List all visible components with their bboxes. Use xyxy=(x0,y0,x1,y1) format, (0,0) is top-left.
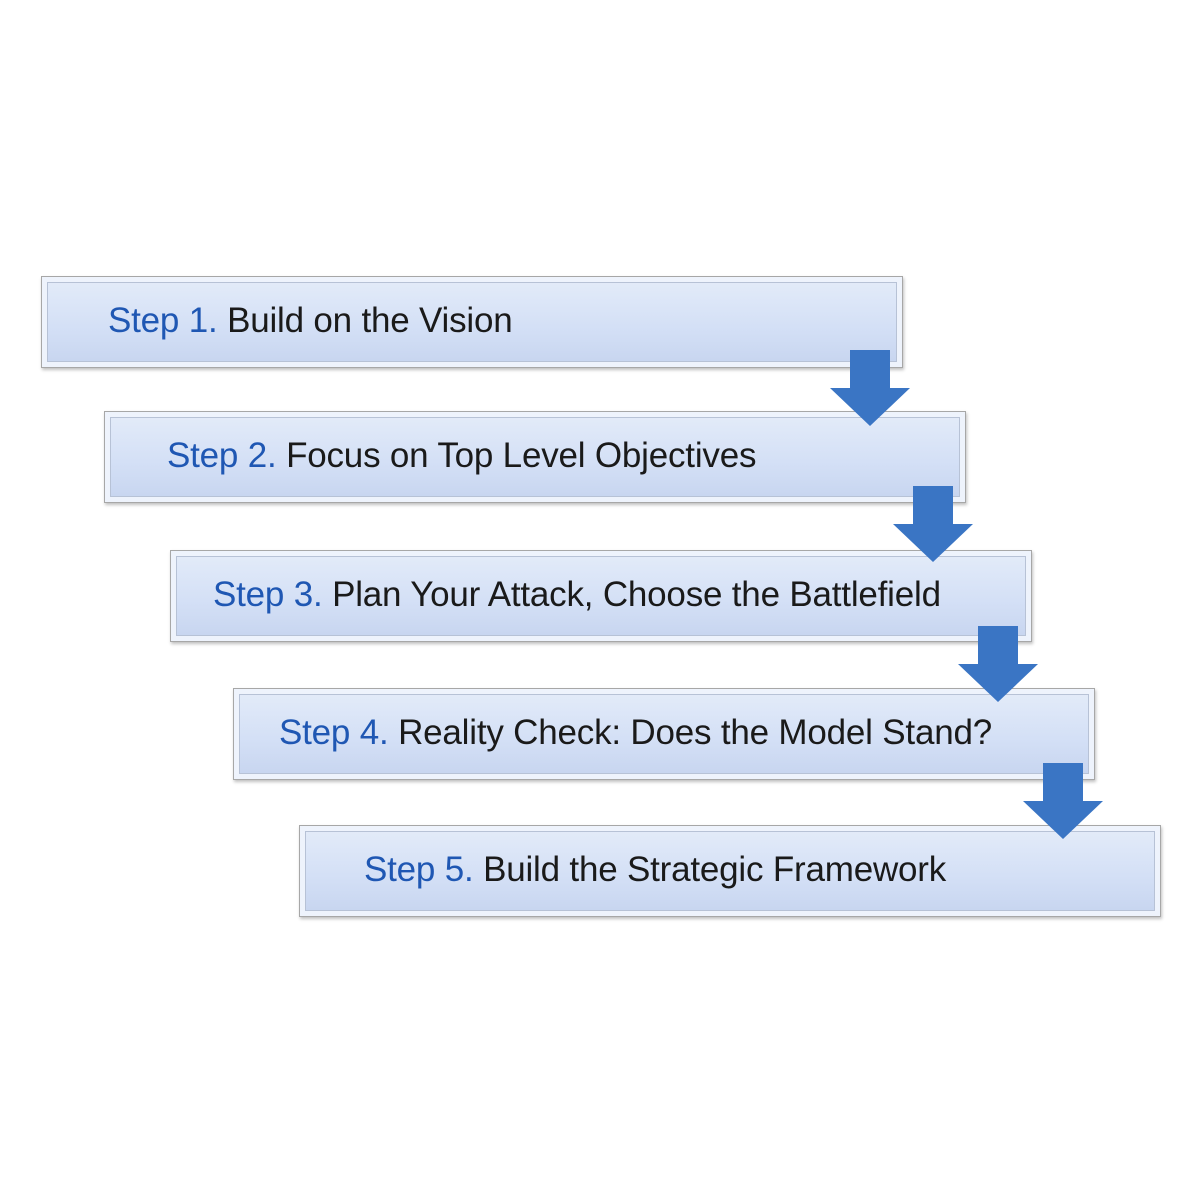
down-arrow-icon xyxy=(830,350,910,426)
step-1-text: Step 1. Build on the Vision xyxy=(108,300,513,340)
down-arrow-icon xyxy=(893,486,973,562)
step-2-text: Step 2. Focus on Top Level Objectives xyxy=(167,435,757,475)
down-arrow-icon xyxy=(1023,763,1103,839)
step-5-description: Build the Strategic Framework xyxy=(483,849,947,889)
step-5-text: Step 5. Build the Strategic Framework xyxy=(364,849,947,889)
step-2-description: Focus on Top Level Objectives xyxy=(286,435,757,475)
down-arrow-icon xyxy=(958,626,1038,702)
step-3-box: Step 3. Plan Your Attack, Choose the Bat… xyxy=(170,550,1032,642)
step-5-label: Step 5 xyxy=(364,849,464,889)
step-4-box: Step 4. Reality Check: Does the Model St… xyxy=(233,688,1095,780)
step-1-label: Step 1 xyxy=(108,300,208,340)
step-1-box: Step 1. Build on the Vision xyxy=(41,276,903,368)
step-4-text: Step 4. Reality Check: Does the Model St… xyxy=(279,712,993,752)
step-2-label: Step 2 xyxy=(167,435,267,475)
step-1-description: Build on the Vision xyxy=(227,300,513,340)
step-4-label: Step 4 xyxy=(279,712,379,752)
step-3-description: Plan Your Attack, Choose the Battlefield xyxy=(332,574,941,614)
step-2-box: Step 2. Focus on Top Level Objectives xyxy=(104,411,966,503)
step-4-description: Reality Check: Does the Model Stand? xyxy=(398,712,993,752)
step-5-box: Step 5. Build the Strategic Framework xyxy=(299,825,1161,917)
step-3-text: Step 3. Plan Your Attack, Choose the Bat… xyxy=(213,574,941,614)
step-3-label: Step 3 xyxy=(213,574,313,614)
